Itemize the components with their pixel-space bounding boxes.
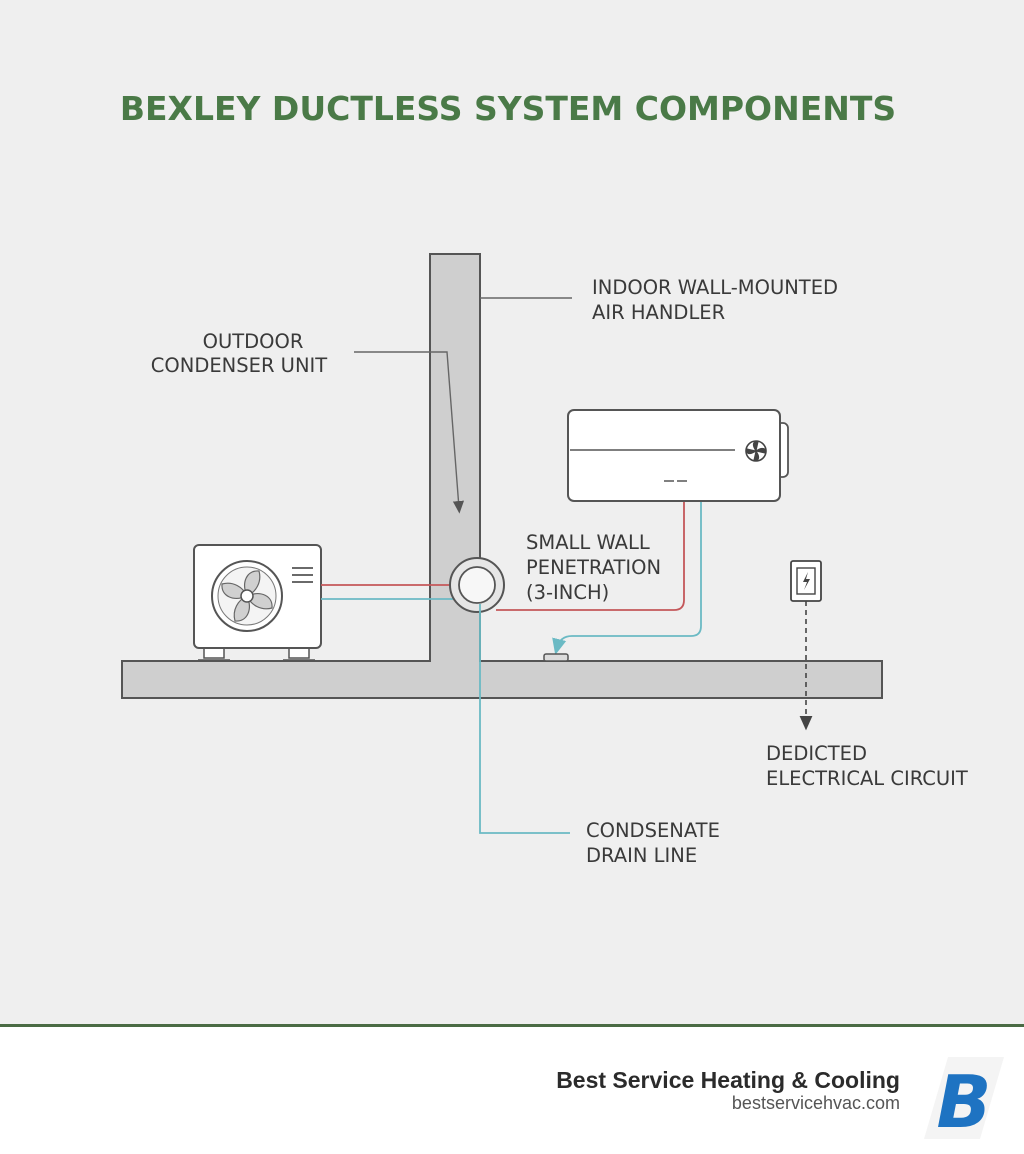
fan-symbol-icon — [745, 440, 767, 462]
vent-icon — [292, 567, 313, 583]
svg-text:OUTDOOR: OUTDOOR — [203, 330, 304, 353]
indoor-air-handler — [567, 409, 789, 502]
outdoor-leader-line — [354, 351, 465, 514]
drain-line-indoor — [572, 501, 702, 637]
company-website[interactable]: bestservicehvac.com — [731, 1093, 900, 1113]
svg-text:CONDSENATE: CONDSENATE — [586, 819, 720, 842]
company-name: Best Service Heating & Cooling — [556, 1067, 900, 1093]
label-condensate-drain: CONDSENATE DRAIN LINE — [586, 819, 720, 867]
condensate-drain-line — [479, 604, 570, 834]
svg-text:(3-INCH): (3-INCH) — [526, 581, 609, 604]
svg-text:ELECTRICAL CIRCUIT: ELECTRICAL CIRCUIT — [766, 767, 968, 790]
label-wall-penetration: SMALL WALL PENETRATION (3-INCH) — [526, 531, 661, 604]
wall-penetration — [449, 557, 505, 613]
drain-arrow — [552, 635, 573, 655]
svg-text:DEDICTED: DEDICTED — [766, 742, 867, 765]
diagram-title: BEXLEY DUCTLESS SYSTEM COMPONENTS — [120, 89, 896, 128]
svg-text:INDOOR WALL-MOUNTED: INDOOR WALL-MOUNTED — [592, 276, 838, 299]
svg-text:CONDENSER UNIT: CONDENSER UNIT — [151, 354, 328, 377]
refrigerant-line-indoor — [496, 501, 685, 611]
svg-text:AIR HANDLER: AIR HANDLER — [592, 301, 725, 324]
svg-text:SMALL WALL: SMALL WALL — [526, 531, 650, 554]
svg-text:B: B — [937, 1060, 992, 1144]
label-indoor-air-handler: INDOOR WALL-MOUNTED AIR HANDLER — [592, 276, 838, 324]
fan-icon — [211, 560, 283, 632]
svg-text:DRAIN LINE: DRAIN LINE — [586, 844, 697, 867]
label-outdoor-condenser: OUTDOOR CONDENSER UNIT — [151, 330, 328, 377]
electrical-outlet — [790, 560, 822, 602]
svg-text:PENETRATION: PENETRATION — [526, 556, 661, 579]
ductless-system-diagram: BEXLEY DUCTLESS SYSTEM COMPONENTS — [120, 89, 968, 867]
label-electrical-circuit: DEDICTED ELECTRICAL CIRCUIT — [766, 742, 968, 790]
lightning-bolt-icon — [803, 572, 810, 590]
company-logo: B — [924, 1057, 1004, 1144]
footer: Best Service Heating & Cooling bestservi… — [0, 1024, 1024, 1154]
drain-outlet — [543, 653, 569, 662]
outdoor-condenser-unit — [193, 544, 322, 661]
wall-and-floor — [121, 253, 883, 699]
